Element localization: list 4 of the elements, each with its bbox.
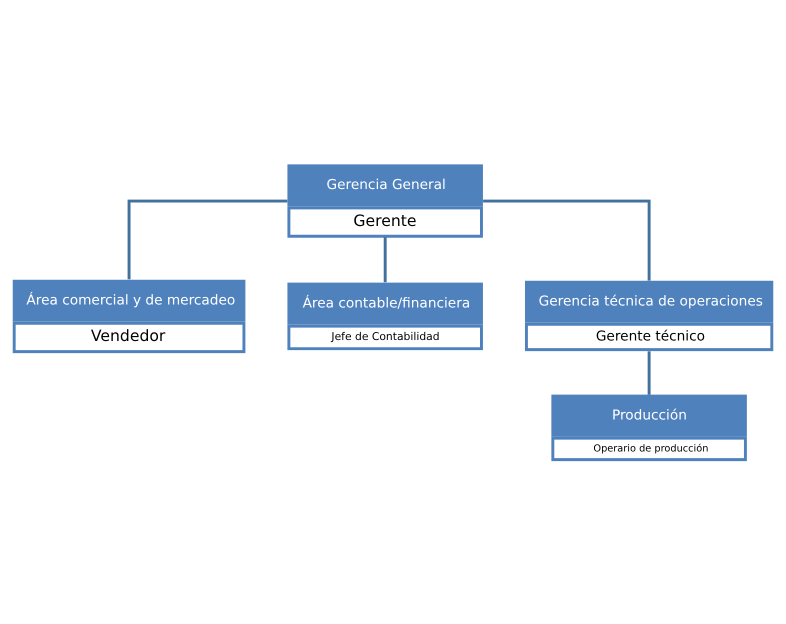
connector xyxy=(128,199,288,279)
connector xyxy=(648,350,651,394)
connector xyxy=(384,236,387,282)
connector xyxy=(483,199,651,280)
